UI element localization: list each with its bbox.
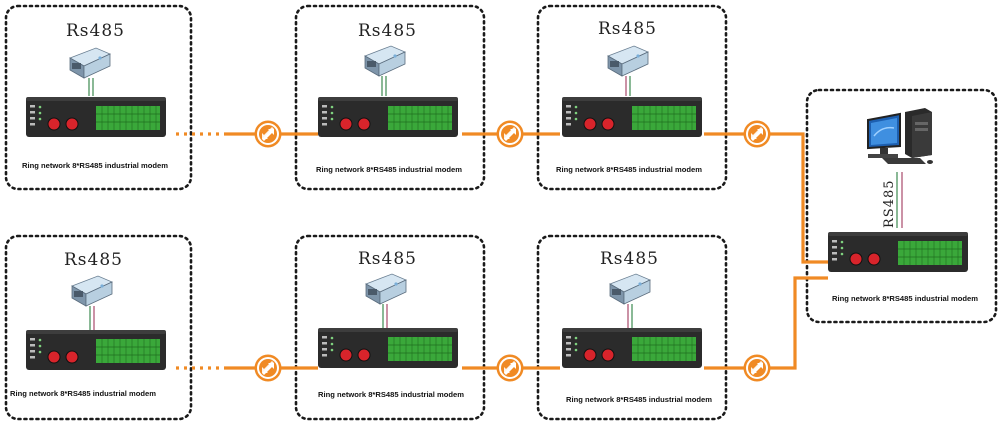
rs485-converter-icon	[69, 47, 111, 79]
rs485-converter-icon	[71, 275, 113, 307]
rs485-label: Rs485	[64, 250, 123, 270]
industrial-modem-icon	[317, 327, 459, 369]
modem-label: Ring network 8*RS485 industrial modem	[556, 165, 702, 174]
fiber-link-icon	[743, 120, 771, 148]
rs485-converter-icon	[609, 273, 651, 305]
rs485-label: Rs485	[66, 21, 125, 41]
modem-label: Ring network 8*RS485 industrial modem	[566, 395, 712, 404]
industrial-modem-icon	[827, 231, 969, 273]
fiber-link-icon	[743, 354, 771, 382]
fiber-link-bottom-3	[704, 276, 828, 370]
rs485-converter-icon	[365, 273, 407, 305]
industrial-modem-icon	[25, 329, 167, 371]
fiber-link-icon	[254, 354, 282, 382]
industrial-modem-icon	[25, 96, 167, 138]
rs485-converter-icon	[607, 45, 649, 77]
computer-icon	[867, 108, 933, 164]
modem-label: Ring network 8*RS485 industrial modem	[318, 390, 464, 399]
fiber-link-top-3	[704, 132, 828, 264]
fiber-link-icon	[496, 120, 524, 148]
industrial-modem-icon	[561, 96, 703, 138]
fiber-link-icon	[254, 120, 282, 148]
rs485-converter-icon	[364, 45, 406, 77]
industrial-modem-icon	[317, 96, 459, 138]
node-box-bottom-1	[4, 234, 193, 421]
modem-label: Ring network 8*RS485 industrial modem	[22, 161, 168, 170]
rs485-label: Rs485	[600, 249, 659, 269]
rs485-label: Rs485	[358, 249, 417, 269]
modem-label: Ring network 8*RS485 industrial modem	[832, 294, 978, 303]
rs485-label: Rs485	[598, 19, 657, 39]
node-box-top-1	[4, 4, 193, 191]
rs485-vertical-label: RS485	[882, 179, 897, 228]
industrial-modem-icon	[561, 327, 703, 369]
node-box-master	[805, 88, 998, 324]
fiber-link-icon	[496, 354, 524, 382]
modem-label: Ring network 8*RS485 industrial modem	[316, 165, 462, 174]
modem-label: Ring network 8*RS485 industrial modem	[10, 389, 156, 398]
rs485-label: Rs485	[358, 21, 417, 41]
